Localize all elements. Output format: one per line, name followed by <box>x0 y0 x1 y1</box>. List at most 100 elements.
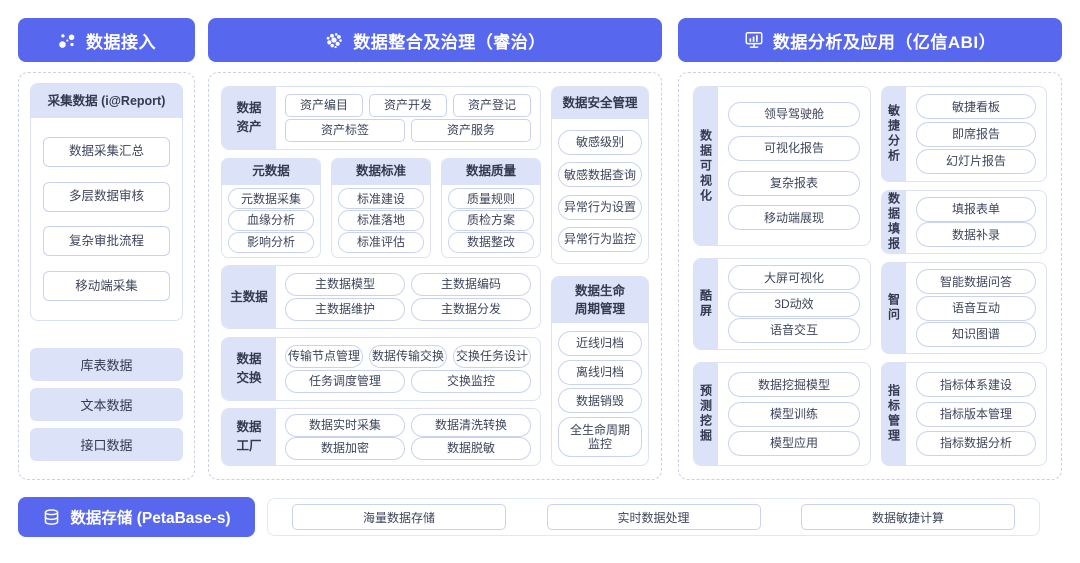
lifecycle-chip[interactable]: 数据销毁 <box>558 388 642 414</box>
governance-main-column: 数据 资产 资产编目 资产开发 资产登记 资产标签 资产服务 元数据 元数据采集… <box>221 86 541 466</box>
metadata-chip[interactable]: 血缘分析 <box>228 210 314 231</box>
collect-item[interactable]: 移动端采集 <box>43 271 170 302</box>
collect-item[interactable]: 多层数据审核 <box>43 181 170 212</box>
indicator-chip[interactable]: 指标数据分析 <box>916 430 1036 456</box>
master-chip[interactable]: 主数据模型 <box>285 273 405 296</box>
quality-chip[interactable]: 质量规则 <box>448 188 534 210</box>
data-exchange-group: 数据 交换 传输节点管理 数据传输交换 交换任务设计 任务调度管理 交换监控 <box>221 336 541 401</box>
mining-chip[interactable]: 模型应用 <box>728 430 860 456</box>
header-data-access[interactable]: 数据接入 <box>18 18 195 62</box>
cool-screen-label: 酷屏 <box>694 259 718 349</box>
source-chip[interactable]: 文本数据 <box>30 388 183 421</box>
storage-capability-chip[interactable]: 海量数据存储 <box>292 504 506 530</box>
panel-data-governance: 数据 资产 资产编目 资产开发 资产登记 资产标签 资产服务 元数据 元数据采集… <box>208 72 662 480</box>
source-chip[interactable]: 库表数据 <box>30 348 183 381</box>
collect-item[interactable]: 数据采集汇总 <box>43 136 170 167</box>
smart-qa-chip[interactable]: 知识图谱 <box>916 321 1036 347</box>
exchange-chip[interactable]: 交换任务设计 <box>453 344 531 368</box>
master-chip[interactable]: 主数据维护 <box>285 298 405 321</box>
asset-chip[interactable]: 资产开发 <box>369 94 447 117</box>
source-chip[interactable]: 接口数据 <box>30 428 183 461</box>
standard-chip[interactable]: 标准建设 <box>338 188 424 210</box>
indicator-management-group: 指标管理 指标体系建设 指标版本管理 指标数据分析 <box>881 362 1047 466</box>
analysis-right-column: 敏捷分析 敏捷看板 即席报告 幻灯片报告 数据填报 填报表单 数据补录 智问 智… <box>881 86 1047 466</box>
header-data-storage[interactable]: 数据存储 (PetaBase-s) <box>18 497 255 537</box>
visualization-chip[interactable]: 领导驾驶舱 <box>728 101 860 127</box>
agile-chip[interactable]: 即席报告 <box>916 121 1036 147</box>
filling-chip[interactable]: 数据补录 <box>916 222 1036 248</box>
indicator-chip[interactable]: 指标版本管理 <box>916 401 1036 427</box>
data-visualization-label: 数据可视化 <box>694 87 718 245</box>
indicator-chip[interactable]: 指标体系建设 <box>916 372 1036 398</box>
lifecycle-chip[interactable]: 近线归档 <box>558 330 642 356</box>
asset-chip[interactable]: 资产编目 <box>285 94 363 117</box>
filling-chip[interactable]: 填报表单 <box>916 196 1036 222</box>
agile-chip[interactable]: 幻灯片报告 <box>916 148 1036 174</box>
cool-screen-chip[interactable]: 大屏可视化 <box>728 265 860 291</box>
factory-chip[interactable]: 数据清洗转换 <box>411 414 531 437</box>
header-label: 数据接入 <box>86 32 156 52</box>
lifecycle-chip[interactable]: 全生命周期 监控 <box>558 417 642 458</box>
visualization-chip[interactable]: 可视化报告 <box>728 136 860 162</box>
exchange-chip[interactable]: 任务调度管理 <box>285 369 405 393</box>
governance-sub-columns: 元数据 元数据采集 血缘分析 影响分析 数据标准 标准建设 标准落地 标准评估 … <box>221 157 541 258</box>
data-security-group: 数据安全管理 敏感级别 敏感数据查询 异常行为设置 异常行为监控 <box>551 86 649 264</box>
header-data-analysis[interactable]: 数据分析及应用（亿信ABI） <box>678 18 1062 62</box>
data-filling-group: 数据填报 填报表单 数据补录 <box>881 190 1047 254</box>
cool-screen-chip[interactable]: 3D动效 <box>728 291 860 317</box>
visualization-chip[interactable]: 复杂报表 <box>728 170 860 196</box>
standard-chip[interactable]: 标准落地 <box>338 210 424 231</box>
quality-chip[interactable]: 数据整改 <box>448 231 534 253</box>
security-chip[interactable]: 敏感级别 <box>558 130 642 156</box>
exchange-chip[interactable]: 交换监控 <box>411 369 531 393</box>
asset-chip[interactable]: 资产标签 <box>285 119 405 142</box>
mining-chip[interactable]: 数据挖掘模型 <box>728 372 860 398</box>
metadata-chip[interactable]: 影响分析 <box>228 231 314 253</box>
data-security-group-title: 数据安全管理 <box>552 87 648 119</box>
mining-chip[interactable]: 模型训练 <box>728 401 860 427</box>
header-label: 数据分析及应用（亿信ABI） <box>772 32 997 52</box>
data-lifecycle-group-title: 数据生命 周期管理 <box>552 277 648 323</box>
data-lifecycle-group: 数据生命 周期管理 近线归档 离线归档 数据销毁 全生命周期 监控 <box>551 276 649 466</box>
smart-qa-chip[interactable]: 语音互动 <box>916 295 1036 321</box>
panel-data-access: 采集数据 (i@Report) 数据采集汇总 多层数据审核 复杂审批流程 移动端… <box>18 72 195 480</box>
asset-chip[interactable]: 资产服务 <box>411 119 531 142</box>
metadata-group-title: 元数据 <box>222 158 320 185</box>
header-data-governance[interactable]: 数据整合及治理（睿治） <box>208 18 662 62</box>
master-chip[interactable]: 主数据分发 <box>411 298 531 321</box>
exchange-chip[interactable]: 数据传输交换 <box>369 344 447 368</box>
lifecycle-chip[interactable]: 离线归档 <box>558 359 642 385</box>
metadata-chip[interactable]: 元数据采集 <box>228 188 314 210</box>
collect-group-title: 采集数据 (i@Report) <box>31 84 182 118</box>
data-filling-label: 数据填报 <box>882 191 906 253</box>
asset-chip[interactable]: 资产登记 <box>453 94 531 117</box>
standard-chip[interactable]: 标准评估 <box>338 231 424 253</box>
factory-chip[interactable]: 数据加密 <box>285 437 405 460</box>
storage-capability-chip[interactable]: 数据敏捷计算 <box>801 504 1015 530</box>
predictive-mining-group: 预测挖掘 数据挖掘模型 模型训练 模型应用 <box>693 362 871 466</box>
smart-qa-group: 智问 智能数据问答 语音互动 知识图谱 <box>881 262 1047 354</box>
agile-chip[interactable]: 敏捷看板 <box>916 94 1036 120</box>
smart-qa-label: 智问 <box>882 263 906 353</box>
factory-chip[interactable]: 数据实时采集 <box>285 414 405 437</box>
data-asset-group: 数据 资产 资产编目 资产开发 资产登记 资产标签 资产服务 <box>221 86 541 150</box>
data-factory-group: 数据 工厂 数据实时采集 数据清洗转换 数据加密 数据脱敏 <box>221 408 541 466</box>
exchange-chip[interactable]: 传输节点管理 <box>285 344 363 368</box>
master-chip[interactable]: 主数据编码 <box>411 273 531 296</box>
collect-data-group: 采集数据 (i@Report) 数据采集汇总 多层数据审核 复杂审批流程 移动端… <box>30 83 183 321</box>
security-chip[interactable]: 异常行为设置 <box>558 194 642 220</box>
collect-item[interactable]: 复杂审批流程 <box>43 226 170 257</box>
header-label: 数据整合及治理（睿治） <box>353 32 546 52</box>
security-chip[interactable]: 敏感数据查询 <box>558 162 642 188</box>
smart-qa-chip[interactable]: 智能数据问答 <box>916 269 1036 295</box>
data-quality-group-title: 数据质量 <box>442 158 540 185</box>
quality-chip[interactable]: 质检方案 <box>448 210 534 231</box>
data-visualization-group: 数据可视化 领导驾驶舱 可视化报告 复杂报表 移动端展现 <box>693 86 871 246</box>
security-chip[interactable]: 异常行为监控 <box>558 226 642 252</box>
storage-capability-chip[interactable]: 实时数据处理 <box>546 504 761 530</box>
cool-screen-chip[interactable]: 语音交互 <box>728 317 860 343</box>
visualization-chip[interactable]: 移动端展现 <box>728 205 860 231</box>
factory-chip[interactable]: 数据脱敏 <box>411 437 531 460</box>
collect-group-body: 数据采集汇总 多层数据审核 复杂审批流程 移动端采集 <box>31 118 182 320</box>
metadata-group: 元数据 元数据采集 血缘分析 影响分析 <box>221 157 321 258</box>
